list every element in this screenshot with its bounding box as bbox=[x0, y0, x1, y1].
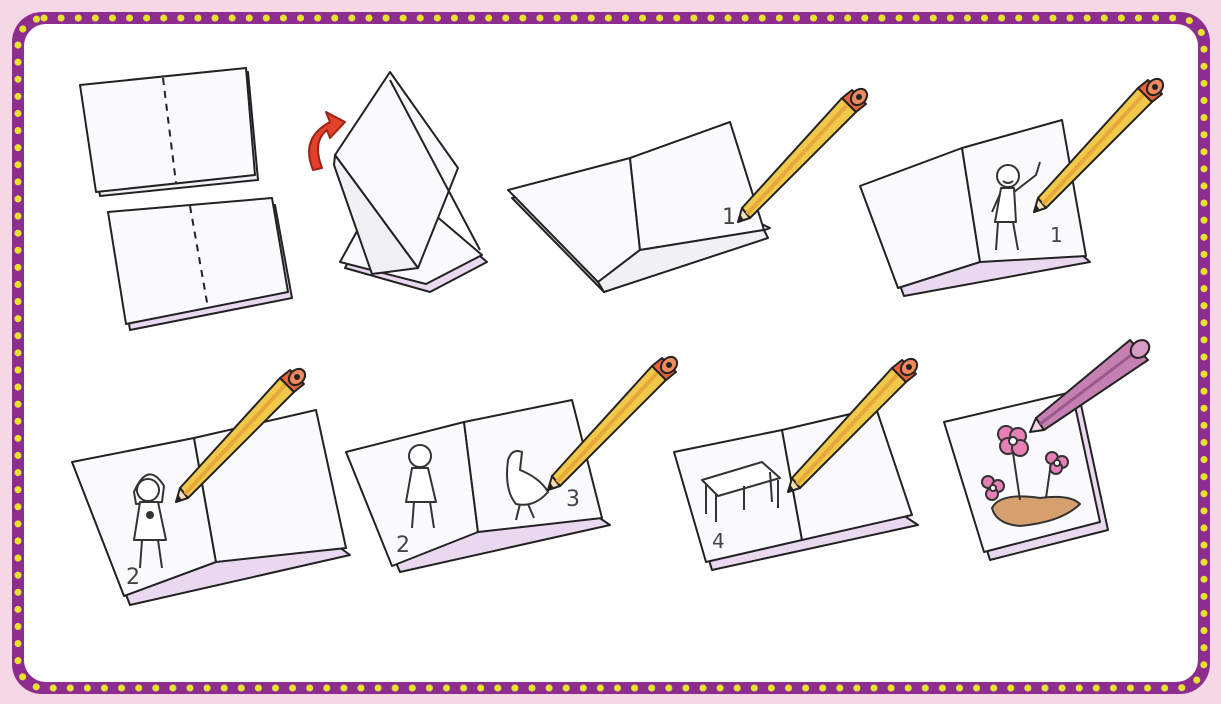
page-number: 2 bbox=[396, 533, 410, 558]
page-number: 1 bbox=[722, 205, 736, 230]
page-number: 4 bbox=[712, 529, 725, 553]
page-number: 3 bbox=[566, 487, 580, 512]
page-number: 1 bbox=[1050, 223, 1063, 247]
page-number: 2 bbox=[126, 565, 140, 590]
